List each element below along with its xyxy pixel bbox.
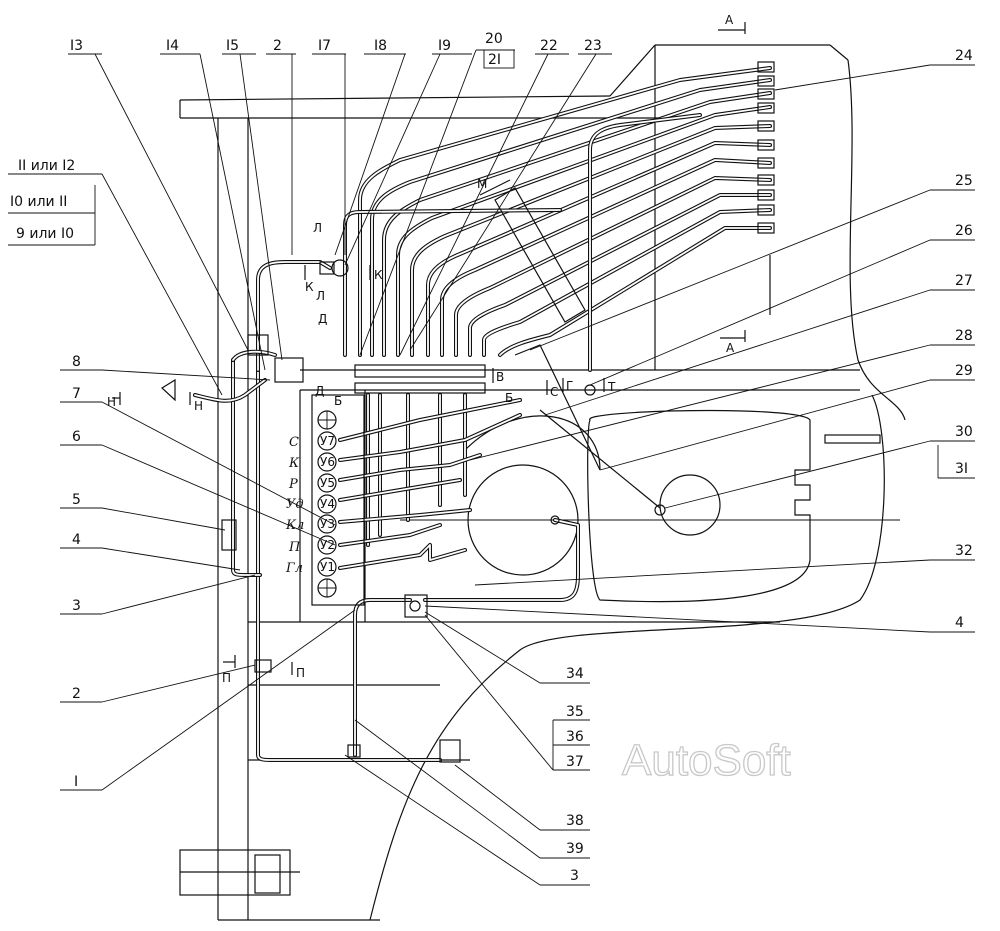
gauge-u6: У6 (317, 452, 337, 472)
svg-text:У7: У7 (320, 434, 335, 448)
section-mark-b-left: Б (334, 394, 342, 408)
callouts-left: II или I2 I0 или II 9 или I0 8 7 6 5 4 3… (10, 158, 81, 790)
section-mark-k-right: К (374, 268, 383, 282)
callout-14: I4 (166, 38, 179, 54)
callout-32: 32 (955, 543, 973, 559)
gauge-label-p: П (288, 540, 301, 555)
callouts-bottom: 34 35 36 37 38 39 3 (566, 666, 584, 884)
callouts-top: I3 I4 I5 2 I7 I8 I9 20 2I 22 23 (70, 31, 602, 69)
gauge-panel (311, 394, 365, 606)
section-mark-v: В (496, 370, 504, 384)
pipe-bundle (343, 66, 772, 372)
gauge-label-k: К (288, 456, 300, 471)
left-pipes (193, 260, 580, 762)
section-mark-l-bottom: Л (316, 289, 325, 303)
callout-28: 28 (955, 328, 973, 344)
callout-8: 8 (72, 354, 81, 370)
callout-21: 2I (488, 52, 501, 68)
callout-5: 5 (72, 492, 81, 508)
callout-6: 6 (72, 429, 81, 445)
tension-bar (479, 179, 586, 323)
section-mark-d-bottom: Д (315, 384, 324, 398)
callouts-right: 24 25 26 27 28 29 30 3I 32 4 (955, 48, 973, 631)
section-mark-k-left: К (305, 280, 314, 294)
gauge-label-ud: Уд (286, 497, 304, 512)
callout-27: 27 (955, 273, 973, 289)
callout-29: 29 (955, 363, 973, 379)
gauge-u5: У5 (317, 473, 337, 493)
callout-4-left: 4 (72, 532, 81, 548)
section-mark-a-top: А (725, 13, 734, 27)
callout-35: 35 (566, 704, 584, 720)
gauge-u4: У4 (317, 494, 337, 514)
gauge-u3: У3 (317, 514, 337, 534)
section-marks: А А М Н Н Л Л К К Д Д Б Б В С Г Т П П (107, 13, 746, 685)
callout-1: I (74, 774, 78, 790)
frame-outlines (179, 44, 906, 921)
callout-37: 37 (566, 754, 584, 770)
gauge-label-kl: Кл (285, 518, 304, 533)
watermark-text: AutoSoft (622, 736, 791, 785)
callout-25: 25 (955, 173, 973, 189)
callout-2-left: 2 (72, 686, 81, 702)
callout-2-top: 2 (273, 38, 282, 54)
callout-26: 26 (955, 223, 973, 239)
callout-4-right: 4 (955, 615, 964, 631)
section-mark-p-left: П (222, 671, 231, 685)
svg-text:У1: У1 (320, 560, 335, 574)
callout-20: 20 (485, 31, 503, 47)
section-mark-n-right: Н (194, 399, 203, 413)
svg-text:У3: У3 (320, 517, 335, 531)
callout-30: 30 (955, 424, 973, 440)
callout-34: 34 (566, 666, 584, 682)
callout-17: I7 (318, 38, 331, 54)
callout-3-left: 3 (72, 598, 81, 614)
pipe-fittings (161, 259, 666, 763)
callout-7: 7 (72, 386, 81, 402)
callout-39: 39 (566, 841, 584, 857)
gauge-u2: У2 (317, 535, 337, 555)
callout-22: 22 (540, 38, 558, 54)
section-mark-g: Г (566, 379, 573, 393)
section-mark-t: Т (607, 380, 616, 394)
svg-text:У5: У5 (320, 476, 335, 490)
svg-text:У4: У4 (320, 497, 335, 511)
gauge-label-gl: Гл (285, 561, 303, 576)
svg-text:У6: У6 (320, 455, 335, 469)
section-mark-b-right: Б (505, 391, 513, 405)
section-mark-d-top: Д (318, 312, 327, 326)
gauge-u7: У7 (317, 431, 337, 451)
callout-11-or-12: II или I2 (18, 158, 75, 174)
callout-24: 24 (955, 48, 973, 64)
svg-text:У2: У2 (320, 538, 335, 552)
leader-lines (8, 49, 975, 886)
callout-15: I5 (226, 38, 239, 54)
callout-10-or-11: I0 или II (10, 194, 67, 210)
gauge-u1: У1 (317, 557, 337, 577)
manifold-fittings (757, 61, 775, 234)
callout-38: 38 (566, 813, 584, 829)
callout-13: I3 (70, 38, 83, 54)
callout-19: I9 (438, 38, 451, 54)
callout-23: 23 (584, 38, 602, 54)
section-mark-s: С (550, 385, 558, 399)
section-mark-m: М (477, 177, 487, 191)
section-mark-a-bottom: А (726, 341, 735, 355)
gauge-label-r: Р (288, 477, 298, 492)
callout-31: 3I (955, 461, 968, 477)
callout-9-or-10: 9 или I0 (16, 226, 74, 242)
callout-18: I8 (374, 38, 387, 54)
callout-3-bottom: 3 (570, 868, 579, 884)
section-mark-l-top: Л (313, 221, 322, 235)
callout-36: 36 (566, 729, 584, 745)
distribution-block (338, 364, 522, 570)
section-mark-n-left: Н (107, 395, 116, 409)
gauge-label-s: С (289, 435, 299, 450)
section-mark-p-right: П (296, 666, 305, 680)
